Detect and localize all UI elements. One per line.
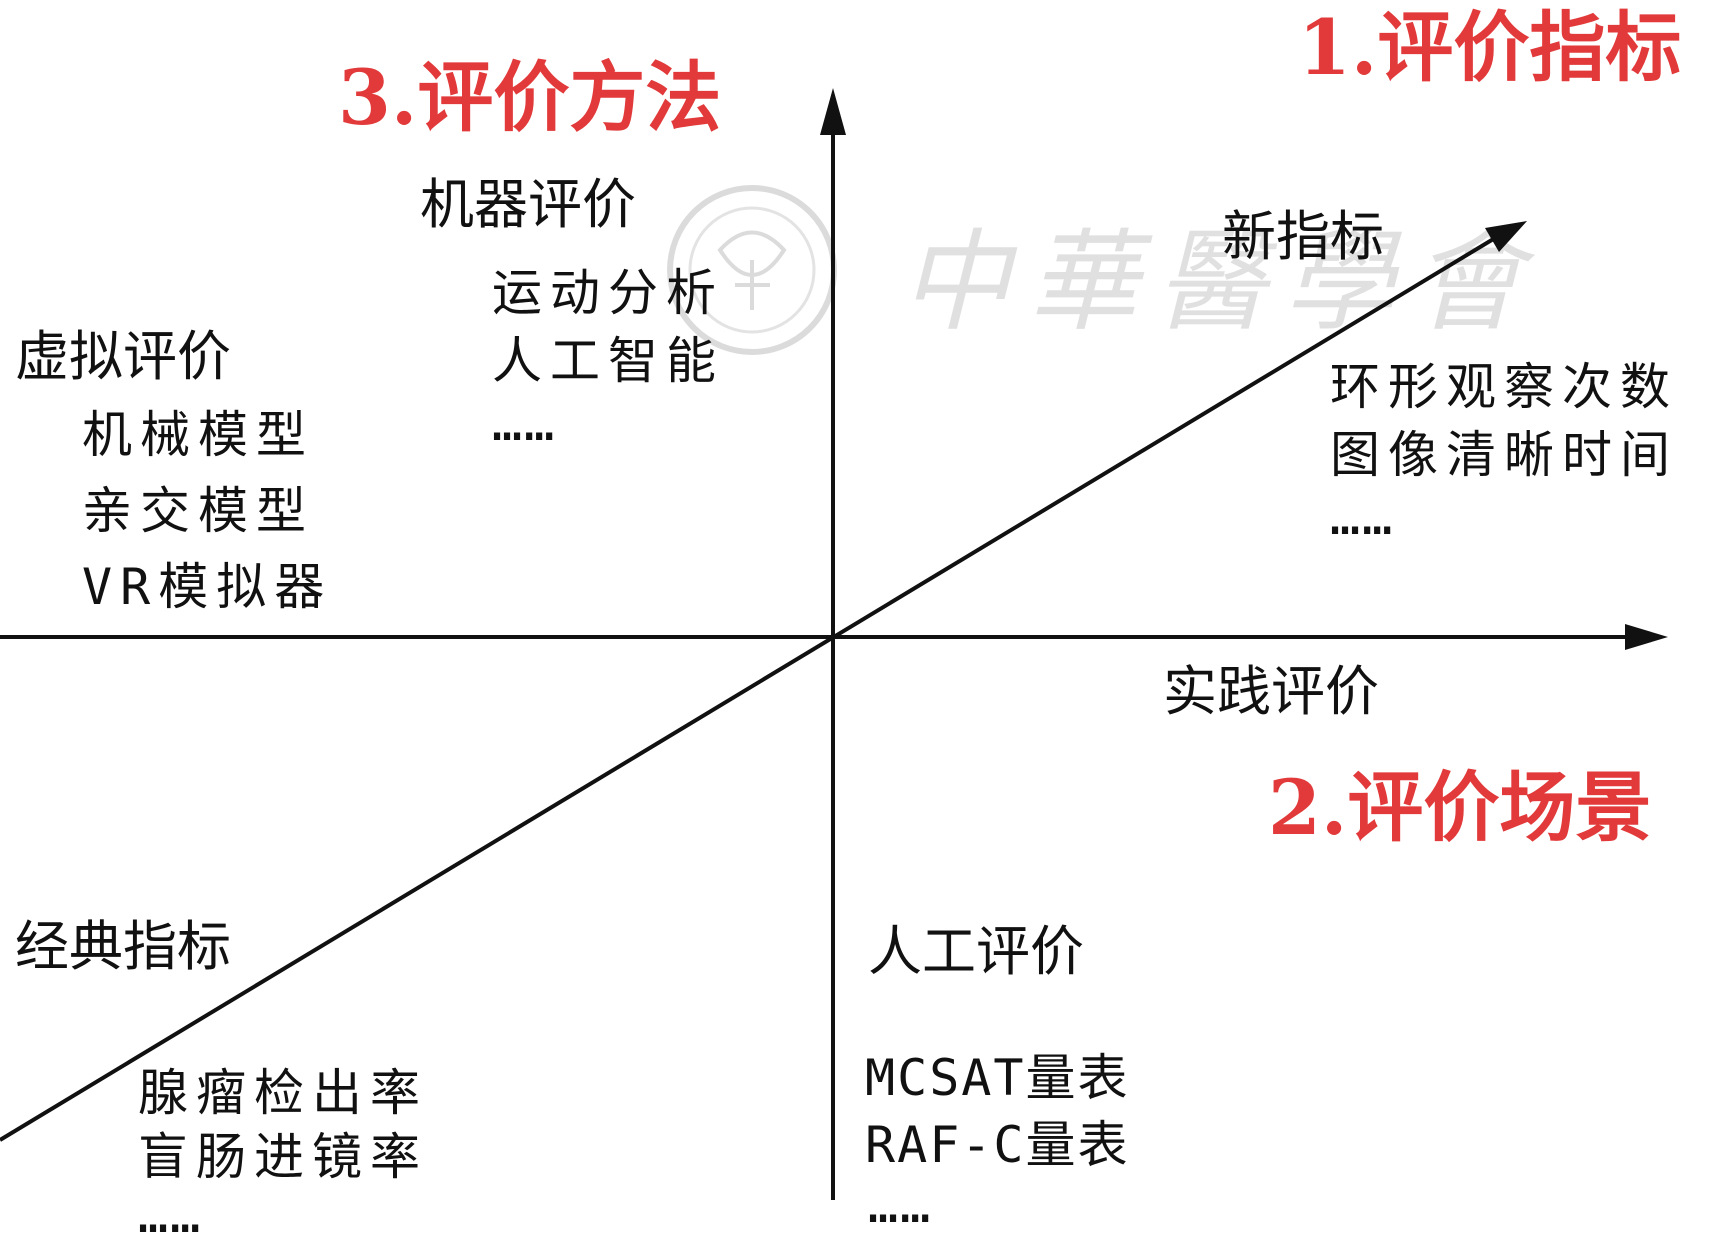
diagonal-axis-arrow [1485, 221, 1527, 252]
classic-indicator-item: 盲肠进镜率 [138, 1128, 428, 1186]
horizontal-axis-arrow [1625, 624, 1668, 650]
machine-evaluation-heading: 机器评价 [420, 173, 636, 236]
classic-indicator-item: 腺瘤检出率 [138, 1064, 428, 1122]
vertical-axis-arrow [820, 88, 846, 135]
machine-evaluation-item: 运动分析 [492, 264, 724, 322]
virtual-evaluation-item: 机械模型 [82, 406, 314, 464]
manual-evaluation-item: RAF-C量表 [865, 1116, 1130, 1174]
machine-evaluation-more: …… [492, 394, 557, 452]
virtual-evaluation-item: 亲交模型 [82, 482, 314, 540]
new-indicator-item: 图像清晰时间 [1330, 426, 1678, 484]
scenarios-title: 2.评价场景 [1268, 763, 1652, 852]
classic-indicators-more: …… [138, 1186, 203, 1244]
machine-evaluation-item: 人工智能 [492, 332, 724, 390]
manual-evaluation-item: MCSAT量表 [865, 1049, 1130, 1107]
manual-evaluation-heading: 人工评价 [868, 920, 1084, 983]
new-indicators-more: …… [1330, 488, 1395, 546]
new-indicator-item: 环形观察次数 [1330, 358, 1678, 416]
methods-title: 3.评价方法 [338, 53, 722, 142]
virtual-evaluation-heading: 虚拟评价 [15, 325, 231, 388]
manual-evaluation-more: …… [868, 1176, 933, 1234]
virtual-evaluation-item: VR模拟器 [82, 558, 333, 616]
classic-indicators-heading: 经典指标 [15, 915, 231, 978]
new-indicators-heading: 新指标 [1222, 205, 1384, 268]
practice-evaluation-heading: 实践评价 [1163, 660, 1379, 723]
watermark-text: 中華醫學會 [900, 218, 1540, 346]
indicators-title: 1.评价指标 [1298, 3, 1682, 92]
diagonal-axis [0, 230, 1507, 1142]
